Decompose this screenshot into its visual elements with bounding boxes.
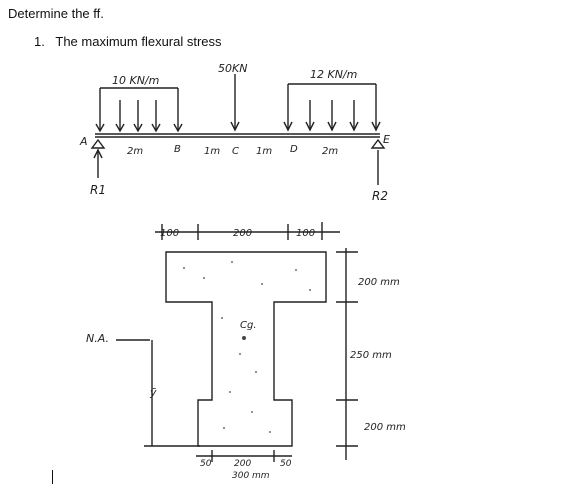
neutral-axis-label: N.A. <box>86 332 109 345</box>
dim-bottom-right-label: 50 <box>280 459 292 469</box>
span-bc-label: 1m <box>204 146 220 157</box>
span-ab-label: 2m <box>127 146 143 157</box>
reaction-right-label: R2 <box>372 189 388 203</box>
span-cd-label: 1m <box>256 146 272 157</box>
support-left <box>90 138 106 149</box>
point-b-label: B <box>174 144 181 155</box>
dim-top-right-label: 100 <box>296 228 315 239</box>
centroid-label: Cg. <box>240 320 257 331</box>
point-e-label: E <box>383 133 390 146</box>
cross-section <box>116 222 358 462</box>
load-right-label: 12 KN/m <box>310 68 357 81</box>
load-left-label: 10 KN/m <box>112 74 159 87</box>
point-d-label: D <box>290 144 298 155</box>
text-cursor <box>52 470 53 484</box>
dim-top-mid-label: 200 <box>233 228 252 239</box>
span-de-label: 2m <box>322 146 338 157</box>
dim-top-left-label: 100 <box>160 228 179 239</box>
web-height-label: 250 mm <box>350 350 392 361</box>
point-load-label: 50KN <box>218 62 247 75</box>
document-heading: Determine the ff. <box>8 6 104 21</box>
list-item-number: 1. <box>34 34 45 49</box>
point-c-label: C <box>232 146 239 157</box>
section-hatching <box>183 261 311 433</box>
bottom-height-label: 200 mm <box>364 422 406 433</box>
beam-diagram <box>90 74 386 185</box>
list-item: 1. The maximum flexural stress <box>34 34 222 49</box>
point-a-label: A <box>79 135 88 148</box>
dim-bottom-left-label: 50 <box>200 459 212 469</box>
support-right <box>370 138 386 149</box>
reaction-left-label: R1 <box>90 183 106 197</box>
list-item-text: The maximum flexural stress <box>55 34 222 49</box>
flange-height-label: 200 mm <box>358 277 400 288</box>
bottom-width-label: 300 mm <box>232 471 270 481</box>
t-section-outline <box>165 251 327 447</box>
dim-bottom-mid-label: 200 <box>234 459 251 469</box>
ybar-label: ȳ <box>149 386 157 399</box>
